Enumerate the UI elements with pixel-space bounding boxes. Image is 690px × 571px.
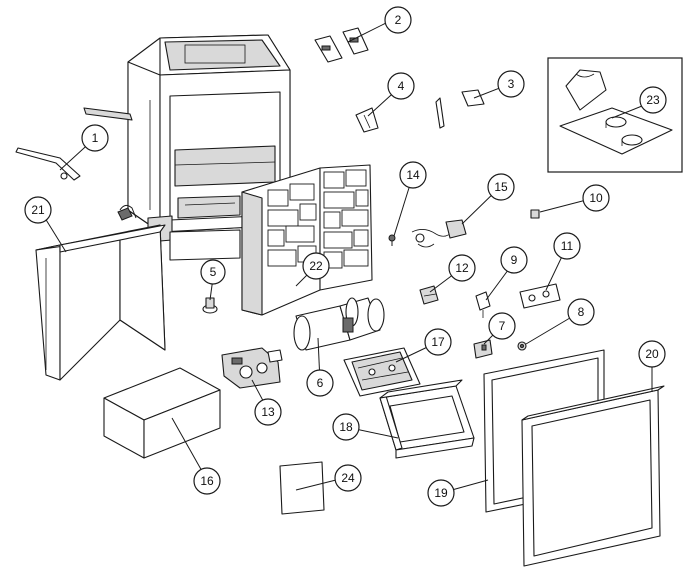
callout-23-label: 23	[646, 93, 660, 107]
callout-1-label: 1	[92, 131, 99, 145]
part-18-frame-tray	[379, 379, 475, 459]
callout-3: 3	[497, 70, 525, 98]
callout-19-label: 19	[434, 486, 448, 500]
callout-21: 21	[24, 196, 52, 224]
callout-3-label: 3	[508, 77, 515, 91]
callout-7: 7	[488, 312, 516, 340]
part-7-switch	[473, 339, 493, 359]
callout-5: 5	[200, 259, 226, 285]
part-14-screw	[388, 234, 396, 246]
part-6-blower	[293, 297, 385, 351]
part-12-bracket	[419, 285, 439, 305]
callout-6-label: 6	[317, 376, 324, 390]
callout-20: 20	[638, 340, 666, 368]
callout-7-label: 7	[499, 319, 506, 333]
callout-13-label: 13	[261, 405, 275, 419]
callout-8: 8	[567, 298, 595, 326]
callout-4: 4	[387, 72, 415, 100]
callout-23: 23	[639, 86, 667, 114]
callout-labels: 1 2 3 4 5 6 7 8 9 10 11 12 13 14 15 16 1…	[24, 6, 667, 507]
callout-24-label: 24	[341, 471, 355, 485]
callout-12-label: 12	[455, 261, 469, 275]
callout-18-label: 18	[339, 420, 353, 434]
callout-19: 19	[427, 479, 455, 507]
callout-18: 18	[332, 413, 360, 441]
part-20-trim-frame	[521, 385, 665, 567]
inset-box-part-23	[547, 57, 683, 173]
part-16-box	[103, 367, 221, 459]
part-13-gas-valve	[221, 347, 283, 389]
callout-1: 1	[81, 124, 109, 152]
callout-2-label: 2	[395, 13, 402, 27]
part-10-clip	[530, 209, 540, 219]
callout-10-label: 10	[589, 191, 603, 205]
callout-6: 6	[306, 369, 334, 397]
brick-pattern	[267, 169, 369, 269]
part-11-control-plate	[519, 283, 561, 309]
part-21-side-panel	[35, 224, 166, 381]
callout-15-label: 15	[494, 180, 508, 194]
part-1-rod	[15, 147, 81, 181]
part-3-blades	[435, 89, 485, 129]
callout-8-label: 8	[578, 305, 585, 319]
part-2-clips	[314, 27, 369, 63]
callout-13: 13	[254, 398, 282, 426]
callout-22: 22	[302, 252, 330, 280]
callout-4-label: 4	[398, 79, 405, 93]
callout-17-label: 17	[431, 335, 445, 349]
part-4-bracket	[355, 107, 379, 133]
callout-15: 15	[487, 173, 515, 201]
part-8-nut	[517, 341, 527, 351]
callout-9-label: 9	[511, 253, 518, 267]
callout-24: 24	[334, 464, 362, 492]
callout-9: 9	[500, 246, 528, 274]
callout-2: 2	[384, 6, 412, 34]
part-22-brick-liner	[241, 164, 373, 316]
callout-22-label: 22	[309, 259, 323, 273]
callout-11-label: 11	[561, 239, 574, 253]
part-5-knob	[202, 297, 218, 314]
part-15-pilot	[411, 219, 467, 248]
callout-14: 14	[399, 161, 427, 189]
callout-12: 12	[448, 254, 476, 282]
callout-16: 16	[193, 467, 221, 495]
callout-16-label: 16	[200, 474, 214, 488]
part-9-igniter	[475, 291, 491, 318]
callout-17: 17	[424, 328, 452, 356]
callout-20-label: 20	[645, 347, 659, 361]
side-bracket	[83, 107, 133, 121]
callout-11: 11	[553, 232, 581, 260]
callout-10: 10	[582, 184, 610, 212]
callout-14-label: 14	[406, 168, 420, 182]
callout-5-label: 5	[210, 265, 217, 279]
callout-21-label: 21	[31, 203, 45, 217]
